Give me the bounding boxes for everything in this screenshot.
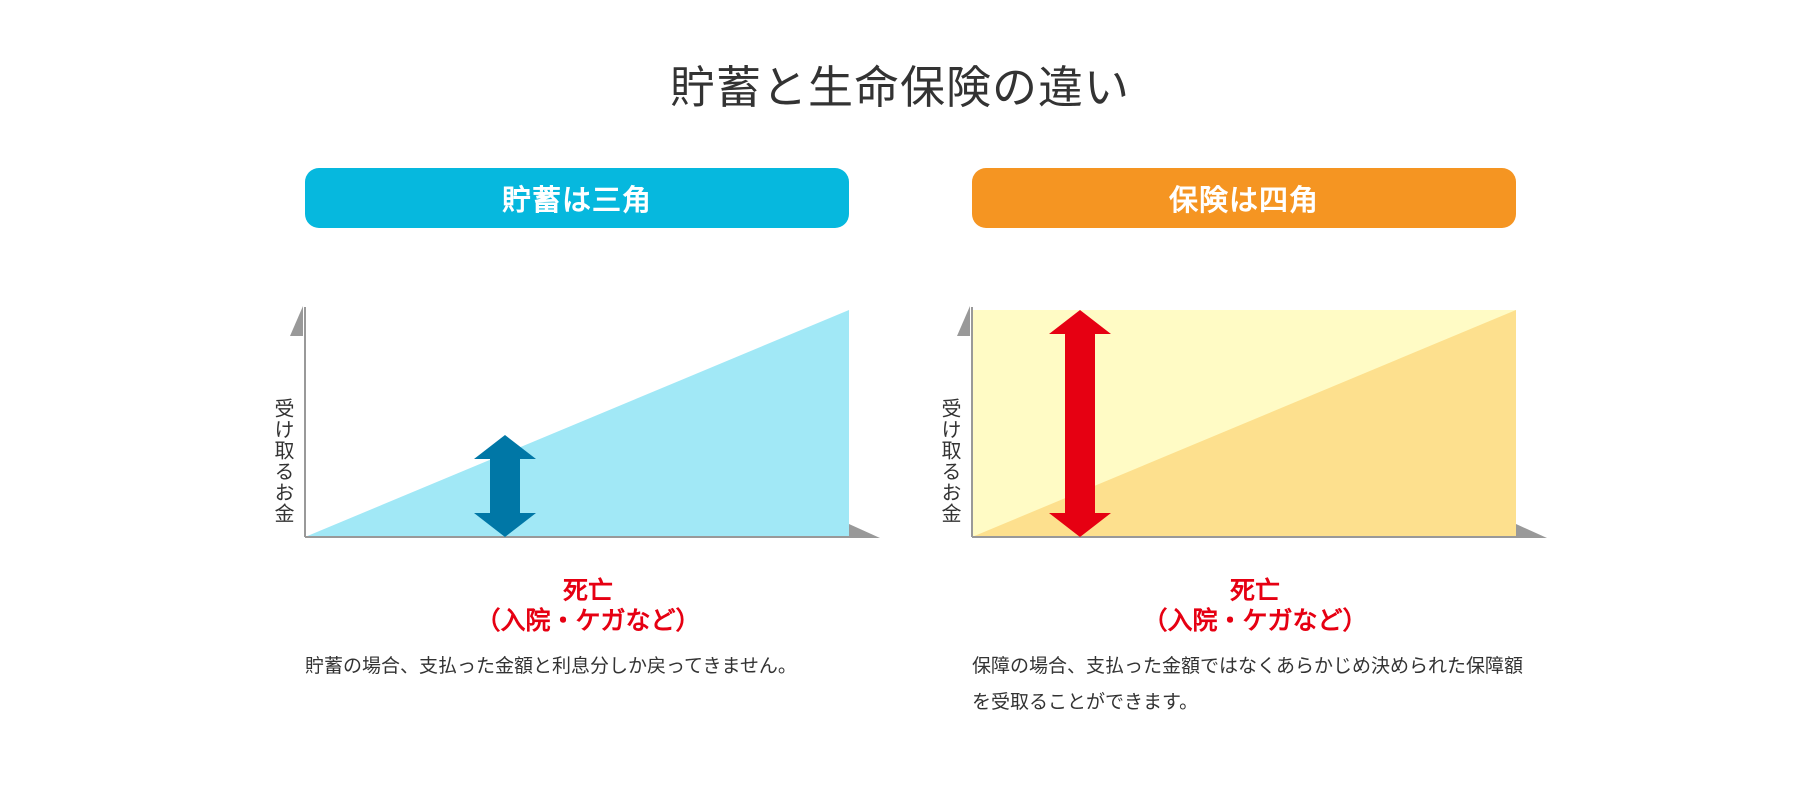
page-title: 貯蓄と生命保険の違い [669,61,1130,114]
insurance-event-label: 死亡 （入院・ケガなど） [935,576,1575,636]
event-label-line1: 死亡 [562,576,613,605]
savings-panel: 貯蓄は三角 受け取るお金 死亡 （入院・ケガなど） 貯蓄の場合、支払った金額と利… [268,168,908,728]
insurance-panel: 保険は四角 受け取るお金 死亡 （入院・ケガなど） 保障の場合、支払った金額では… [935,168,1575,728]
y-axis-arrowhead [290,306,303,336]
savings-payout-arrow [474,435,536,537]
insurance-payout-arrow [1049,310,1111,537]
x-axis-arrowhead [1516,524,1547,538]
insurance-header: 保険は四角 [972,168,1516,228]
y-axis-arrowhead [957,306,970,336]
insurance-accumulation-area [972,310,1516,537]
event-label-line2: （入院・ケガなど） [475,606,701,635]
x-axis-arrowhead [849,524,880,538]
savings-caption: 貯蓄の場合、支払った金額と利息分しか戻ってきません。 [305,655,797,677]
insurance-y-axis-label: 受け取るお金 [938,398,962,524]
event-label-line2: （入院・ケガなど） [1142,606,1368,635]
event-label-line1: 死亡 [1229,576,1280,605]
savings-header: 貯蓄は三角 [305,168,849,228]
savings-accumulation-area [305,310,849,537]
savings-y-axis-label: 受け取るお金 [271,398,295,524]
insurance-caption: 保障の場合、支払った金額ではなくあらかじめ決められた保障額を受取ることができます… [972,655,1524,713]
insurance-diagram [957,306,1547,538]
savings-event-label: 死亡 （入院・ケガなど） [268,576,908,636]
savings-diagram [290,306,880,538]
